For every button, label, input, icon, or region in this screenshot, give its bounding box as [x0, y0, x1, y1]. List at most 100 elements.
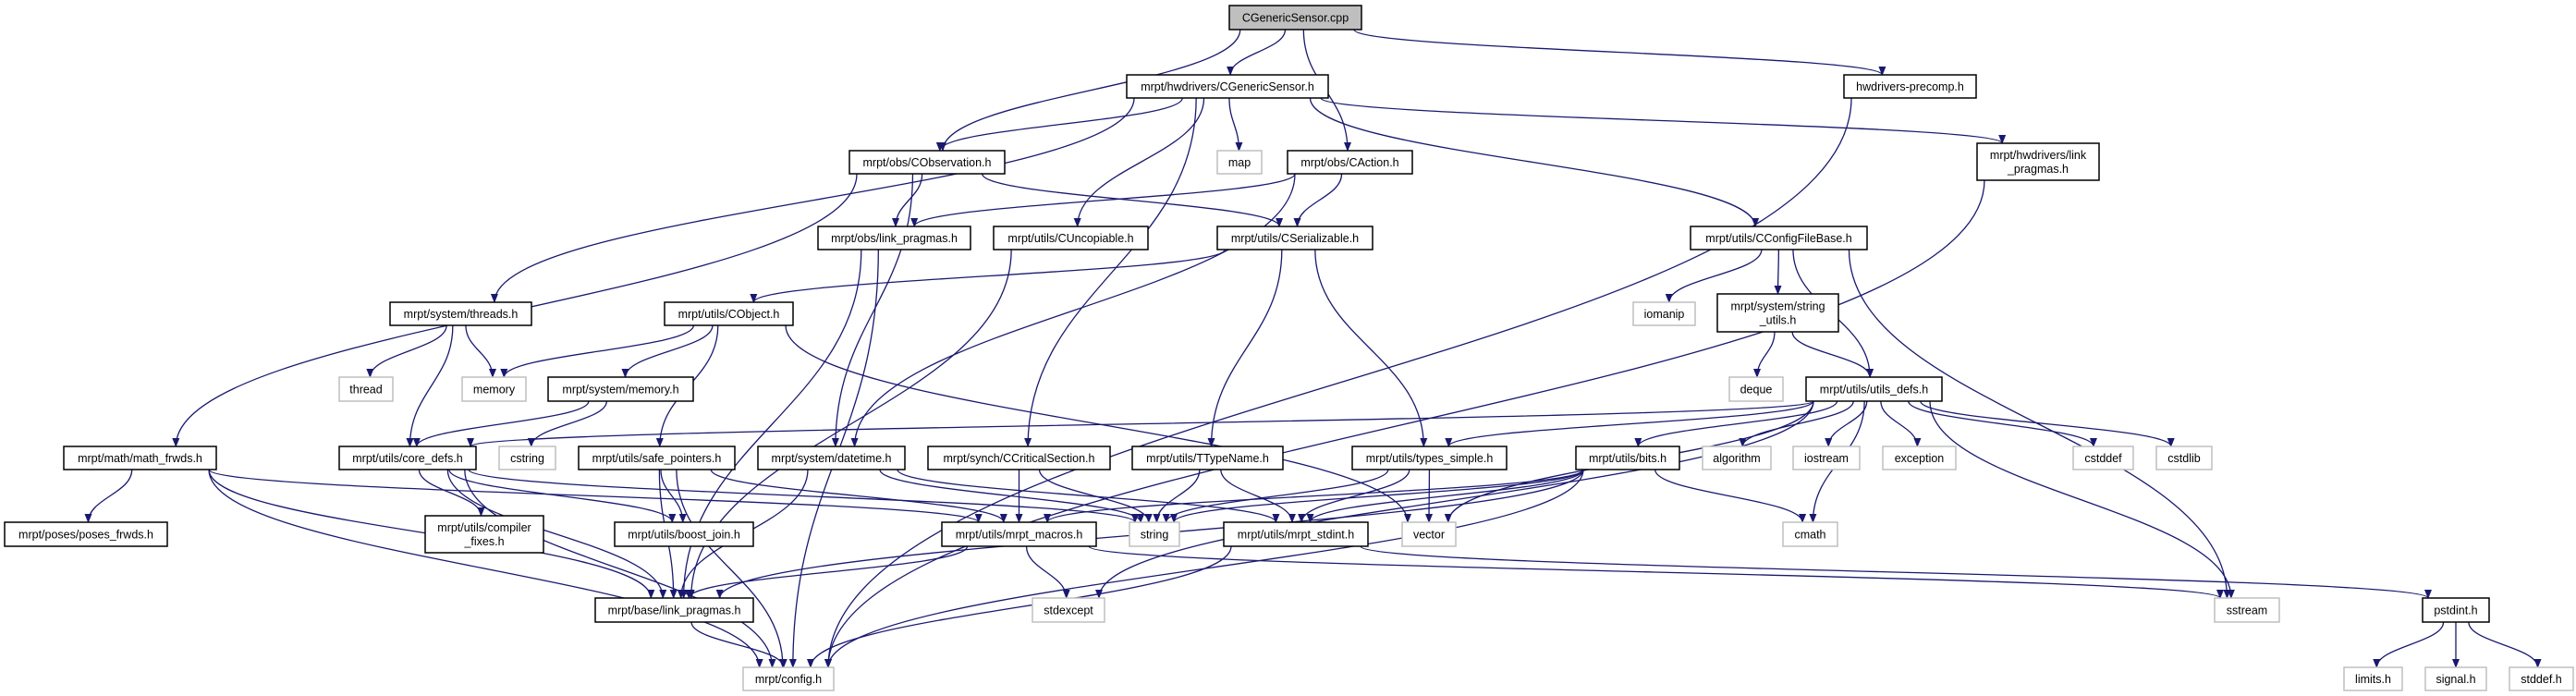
- edge-safeptr-to-macros: [710, 469, 1007, 523]
- node-thread[interactable]: thread: [338, 376, 394, 402]
- node-ccrit[interactable]: mrpt/synch/CCriticalSection.h: [927, 446, 1111, 470]
- node-cmath[interactable]: cmath: [1782, 521, 1838, 547]
- edge-strutils-to-utilsdefs: [1791, 331, 1874, 378]
- node-box: [1401, 521, 1457, 547]
- node-iomanip[interactable]: iomanip: [1632, 301, 1696, 326]
- node-limits[interactable]: limits.h: [2343, 666, 2403, 691]
- node-algorithm[interactable]: algorithm: [1702, 446, 1772, 470]
- node-label: pstdint.h: [2434, 604, 2477, 617]
- node-macros[interactable]: mrpt/utils/mrpt_macros.h: [941, 521, 1097, 547]
- node-label: cstdlib: [2167, 452, 2200, 465]
- edge-gsh-to-map: [1228, 97, 1243, 152]
- edge-sysmem-to-coredefs: [412, 400, 590, 447]
- node-config[interactable]: mrpt/config.h: [742, 666, 835, 691]
- edge-coredefs-to-string: [468, 469, 1139, 523]
- node-box: [1702, 446, 1772, 470]
- node-iostream[interactable]: iostream: [1792, 446, 1861, 470]
- node-label: mrpt/poses/poses_frwds.h: [18, 528, 153, 541]
- node-typessimple[interactable]: mrpt/utils/types_simple.h: [1351, 446, 1508, 470]
- edge-precomp-to-config: [824, 97, 1852, 668]
- edge-bits-to-macros: [1044, 469, 1584, 523]
- node-caction[interactable]: mrpt/obs/CAction.h: [1287, 150, 1413, 175]
- node-exception[interactable]: exception: [1882, 446, 1957, 470]
- node-box: [1805, 376, 1943, 402]
- node-utilsdefs[interactable]: mrpt/utils/utils_defs.h: [1805, 376, 1943, 402]
- node-box: [742, 666, 835, 691]
- node-cobject[interactable]: mrpt/utils/CObject.h: [664, 301, 794, 326]
- node-sysmem[interactable]: mrpt/system/memory.h: [547, 376, 694, 402]
- node-label: thread: [349, 383, 382, 396]
- node-deque[interactable]: deque: [1728, 376, 1784, 402]
- node-box: [664, 301, 794, 326]
- edge-caction-to-obslp: [910, 173, 1296, 227]
- node-posesfrwds[interactable]: mrpt/poses/poses_frwds.h: [4, 521, 168, 547]
- node-sstream[interactable]: sstream: [2214, 597, 2280, 623]
- edge-strutils-to-deque: [1753, 331, 1776, 378]
- node-stdint[interactable]: mrpt/utils/mrpt_stdint.h: [1223, 521, 1369, 547]
- node-cuncop[interactable]: mrpt/utils/CUncopiable.h: [993, 226, 1149, 250]
- node-cobs[interactable]: mrpt/obs/CObservation.h: [848, 150, 1006, 175]
- edge-utilsdefs-to-exception: [1880, 400, 1922, 447]
- node-memory[interactable]: memory: [461, 376, 527, 402]
- node-cstring[interactable]: cstring: [498, 446, 556, 470]
- node-hwlp[interactable]: mrpt/hwdrivers/link_pragmas.h: [1976, 142, 2100, 181]
- node-gsh[interactable]: mrpt/hwdrivers/CGenericSensor.h: [1126, 74, 1329, 99]
- node-vector[interactable]: vector: [1401, 521, 1457, 547]
- edge-sysmem-to-cstring: [527, 400, 607, 447]
- node-label: mrpt/obs/link_pragmas.h: [831, 232, 958, 245]
- edge-macros-to-stdexcept: [1025, 545, 1070, 599]
- node-boostjoin[interactable]: mrpt/utils/boost_join.h: [614, 521, 754, 547]
- node-string[interactable]: string: [1129, 521, 1180, 547]
- node-box: [757, 446, 906, 470]
- edge-utilsdefs-to-sstream: [1929, 400, 2235, 599]
- node-cpp[interactable]: CGenericSensor.cpp: [1228, 5, 1362, 31]
- node-label: stdexcept: [1044, 604, 1093, 617]
- node-strutils[interactable]: mrpt/system/string_utils.h: [1716, 293, 1839, 333]
- node-stdexcept[interactable]: stdexcept: [1032, 597, 1105, 623]
- edge-caction-to-datetime: [850, 173, 1296, 447]
- node-label: mrpt/utils/compiler: [437, 521, 531, 534]
- node-stddef[interactable]: stddef.h: [2509, 666, 2574, 691]
- node-box: [2214, 597, 2280, 623]
- edge-cser-to-cobject: [750, 249, 1226, 303]
- node-baselp[interactable]: mrpt/base/link_pragmas.h: [594, 597, 754, 623]
- edge-gsh-to-hwlp: [1320, 97, 2006, 144]
- node-pstdint[interactable]: pstdint.h: [2422, 597, 2490, 623]
- node-ccfg[interactable]: mrpt/utils/CConfigFileBase.h: [1690, 226, 1868, 250]
- node-map[interactable]: map: [1216, 150, 1263, 175]
- node-mathfrwds[interactable]: mrpt/math/math_frwds.h: [63, 446, 217, 470]
- node-ttype[interactable]: mrpt/utils/TTypeName.h: [1131, 446, 1284, 470]
- edge-utilsdefs-to-cstddef: [1908, 400, 2097, 447]
- node-compfix[interactable]: mrpt/utils/compiler_fixes.h: [424, 515, 544, 554]
- node-label: mrpt/obs/CAction.h: [1300, 156, 1398, 169]
- node-box: [2424, 666, 2487, 691]
- node-label: mrpt/utils/core_defs.h: [352, 452, 463, 465]
- node-coredefs[interactable]: mrpt/utils/core_defs.h: [338, 446, 477, 470]
- edge-macros-to-baselp: [685, 545, 969, 599]
- node-box: [1129, 521, 1180, 547]
- node-label: deque: [1740, 383, 1773, 396]
- node-label: signal.h: [2436, 673, 2475, 686]
- node-obslp[interactable]: mrpt/obs/link_pragmas.h: [817, 226, 971, 250]
- edge-bits-to-cmath: [1654, 469, 1807, 523]
- node-cstdlib[interactable]: cstdlib: [2155, 446, 2213, 470]
- edge-datetime-to-stdint: [897, 469, 1280, 523]
- node-safeptr[interactable]: mrpt/utils/safe_pointers.h: [578, 446, 736, 470]
- node-box: [1575, 446, 1680, 470]
- edge-utilsdefs-to-cstdlib: [1920, 400, 2175, 447]
- node-precomp[interactable]: hwdrivers-precomp.h: [1843, 74, 1977, 99]
- node-cser[interactable]: mrpt/utils/CSerializable.h: [1216, 226, 1373, 250]
- node-bits[interactable]: mrpt/utils/bits.h: [1575, 446, 1680, 470]
- node-cstddef[interactable]: cstddef: [2072, 446, 2134, 470]
- node-threads[interactable]: mrpt/system/threads.h: [389, 301, 532, 326]
- edge-cpp-to-precomp: [1353, 29, 1886, 76]
- edge-pstdint-to-limits: [2373, 621, 2445, 668]
- edge-coredefs-to-config: [464, 469, 776, 668]
- node-box: [927, 446, 1111, 470]
- edge-cobs-to-cser: [982, 173, 1283, 227]
- edge-cobject-to-memory: [500, 324, 695, 378]
- edge-cser-to-ttype: [1207, 249, 1283, 447]
- node-datetime[interactable]: mrpt/system/datetime.h: [757, 446, 906, 470]
- node-signal[interactable]: signal.h: [2424, 666, 2487, 691]
- edge-ttype-to-stdint: [1220, 469, 1296, 523]
